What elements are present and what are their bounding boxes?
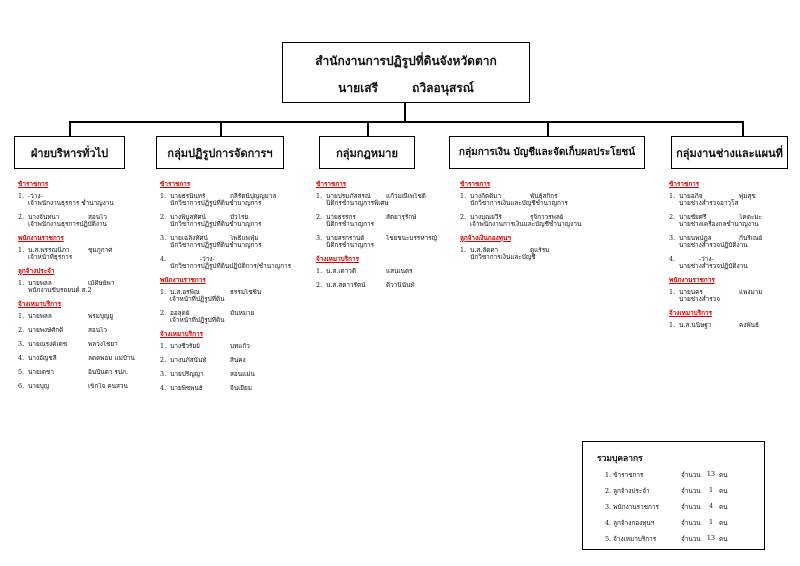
dept-box-survey: กลุ่มงานช่างและแผนที่ [671,136,788,169]
section-heading: จ้างเหมาบริการ [18,300,62,308]
staff-item: 1.น.ส.เดาวดีแสนเนตร [316,267,413,275]
office-title: สำนักงานการปฏิรูปที่ดินจังหวัดตาก [315,54,497,68]
section-heading: พนักงานราชการ [18,234,64,242]
staff-item: 2.นางพิบูลทัศน์บัวโรยนักวิชาการปฏิรูปที่… [160,213,262,228]
connector-drop-4 [547,121,549,136]
staff-item: 2.นายธรรกรสัตยารุรักษ์นิติกรชำนาญการ [316,213,417,228]
staff-column-survey: ข้าราชการ 1.นายอภิจพุ่มสุขนายช่างสำรวจอา… [669,180,794,336]
section-heading: ลูกจ้างเงินกองทุนฯ [460,234,511,242]
section-heading: ข้าราชการ [669,180,700,188]
dept-box-finance: กลุ่มการเงิน บัญชีและจัดเก็บผลประโยชน์ [449,136,645,169]
section-heading: ข้าราชการ [160,180,191,188]
staff-item: 1.น.ส.ลัดดาดูแร็รมนักวิชาการเงินและบัญชี [460,246,550,261]
connector-bus [69,121,743,123]
connector-drop-3 [367,121,369,136]
section-heading: ลูกจ้างประจำ [18,267,55,275]
staff-item: 6.นายบุญเข็กใจ คนสวน [18,382,128,390]
staff-item: 1.นางกิตติมาพันธุ์สกิกรนักวิชาการเงินและ… [460,192,568,207]
staff-column-land-reform: ข้าราชการ 1.นายธรนินทร์ถลีรัตน์ปุญญมาลนั… [160,180,300,399]
head-surname: ถวิลอนุสรณ์ [412,81,474,95]
staff-item: 1.น.ส.อรพิณธรรมไชชินเจ้าหน้าที่ปฏิรูปที่… [160,288,262,303]
connector-drop-2 [220,121,222,136]
staff-item: 3.นายนพปฎลกันริเณย์นายช่างสำรวจปฏิบัติงา… [669,234,763,249]
staff-item: 1.-ว่าง-เจ้าพนักงานธุรการ ชำนาญงาน [18,192,114,207]
section-heading: ข้าราชการ [460,180,491,188]
dept-box-land-reform: กลุ่มปฏิรูปการจัดการฯ [156,136,284,169]
section-heading: พนักงานราชการ [160,276,206,284]
staff-column-legal: ข้าราชการ 1.นายปรมภัสสรณ์แก้วมณีเพไชตินิ… [316,180,451,296]
head-person: นายเสรี ถวิลอนุสรณ์ [283,79,529,98]
staff-item: 2.นายชัยศรีโคตะมะนายช่างเครื่องกลชำนาญงา… [669,213,762,228]
connector-drop-1 [69,121,71,136]
staff-item: 3.นายสรกรานต์ไชยชนะบรรหารญ์นิติกรชำนาญกา… [316,234,438,249]
head-office-box: สำนักงานการปฏิรูปที่ดินจังหวัดตาก นายเสร… [282,42,530,103]
staff-item: 2.นางจันทนาสอนไวเจ้าพนักงานธุรการปฏิบัติ… [18,213,107,228]
staff-item: 1.นายพลลเม้ดิษย์พาพนักงานขับรถยนต์ ส.2 [18,279,115,294]
staff-item: 1.นายธรนินทร์ถลีรัตน์ปุญญมาลนักวิชาการปฏ… [160,192,277,207]
staff-item: 2.ออลุดย์มั่นหมายเจ้าหน้าที่ปฏิรูปที่ดิน [160,309,255,324]
head-name: นายเสรี [338,81,378,95]
staff-item: 3.นายปริญญาสอนแม่น [160,370,255,378]
staff-item: 2.นางบุณยวีร์รุจิกาวรพลย์เจ้าพนักงานการเ… [460,213,582,228]
staff-item: 4.นางอัญชลีลดดพอม แม่บ้าน [18,354,135,362]
section-heading: พนักงานราชการ [669,276,715,284]
staff-item: 4.-ว่าง-นักวิชาการปฏิรูปที่ดินปฏิบัติการ… [160,255,292,270]
staff-item: 1.นายปรมภัสสรณ์แก้วมณีเพไชตินิติกรชำนาญก… [316,192,426,207]
staff-item: 1.นายพลลพรมบุญยู [18,312,114,320]
staff-column-finance: ข้าราชการ 1.นางกิตติมาพันธุ์สกิกรนักวิชา… [460,180,610,268]
section-heading: จ้างเหมาบริการ [160,330,204,338]
section-heading: จ้างเหมาบริการ [669,309,713,317]
staff-item: 3.นายณรงค์เดชพลวงไชยา [18,340,118,348]
staff-item: 4.นายพิชพนธ์จินเยี่ยม [160,384,252,392]
staff-item: 1.น.ส.พรรณนิภาชุมภูกาศเจ้าหน้าที่ธุรการ [18,246,113,261]
summary-title: รวมบุคลากร [597,454,643,464]
staff-column-general-admin: ข้าราชการ 1.-ว่าง-เจ้าพนักงานธุรการ ชำนา… [18,180,136,397]
section-heading: จ้างเหมาบริการ [316,255,360,263]
staff-item: 1.นายนครแพงมามนายช่างสำรวจ [669,288,763,303]
staff-item: 5.นายเดชาอินปินตา รปภ. [18,368,129,376]
staff-item: 2.นางนภัสนันท์สินคง [160,356,246,364]
staff-item: 2.นายพงษ์ศักดิ์สอนไว [18,326,107,334]
section-heading: ข้าราชการ [18,180,49,188]
staff-item: 3.นายเฉลิงทัศน์โพธิ์แพฟุ่มนักวิชาการปฏิร… [160,234,262,249]
connector-drop-5 [742,121,744,136]
staff-item: 1.นายอภิจพุ่มสุขนายช่างสำรวจอาวุโส [669,192,756,207]
dept-box-general-admin: ฝ่ายบริหารทั่วไป [14,136,125,169]
staff-item: 2.น.ส.สตาวรัตน์ติวานินันท์ [316,281,415,289]
staff-item: 1.น.ส.นนิษฐาคงพันธ์ [669,321,759,329]
dept-box-legal: กลุ่มกฎหมาย [319,136,415,169]
staff-item: 1.นางชีวรัยย์บทแก้ว [160,342,250,350]
section-heading: ข้าราชการ [316,180,347,188]
connector-trunk [404,103,406,121]
staff-item: 4.-ว่าง-นายช่างสำรวจปฏิบัติงาน [669,255,748,270]
